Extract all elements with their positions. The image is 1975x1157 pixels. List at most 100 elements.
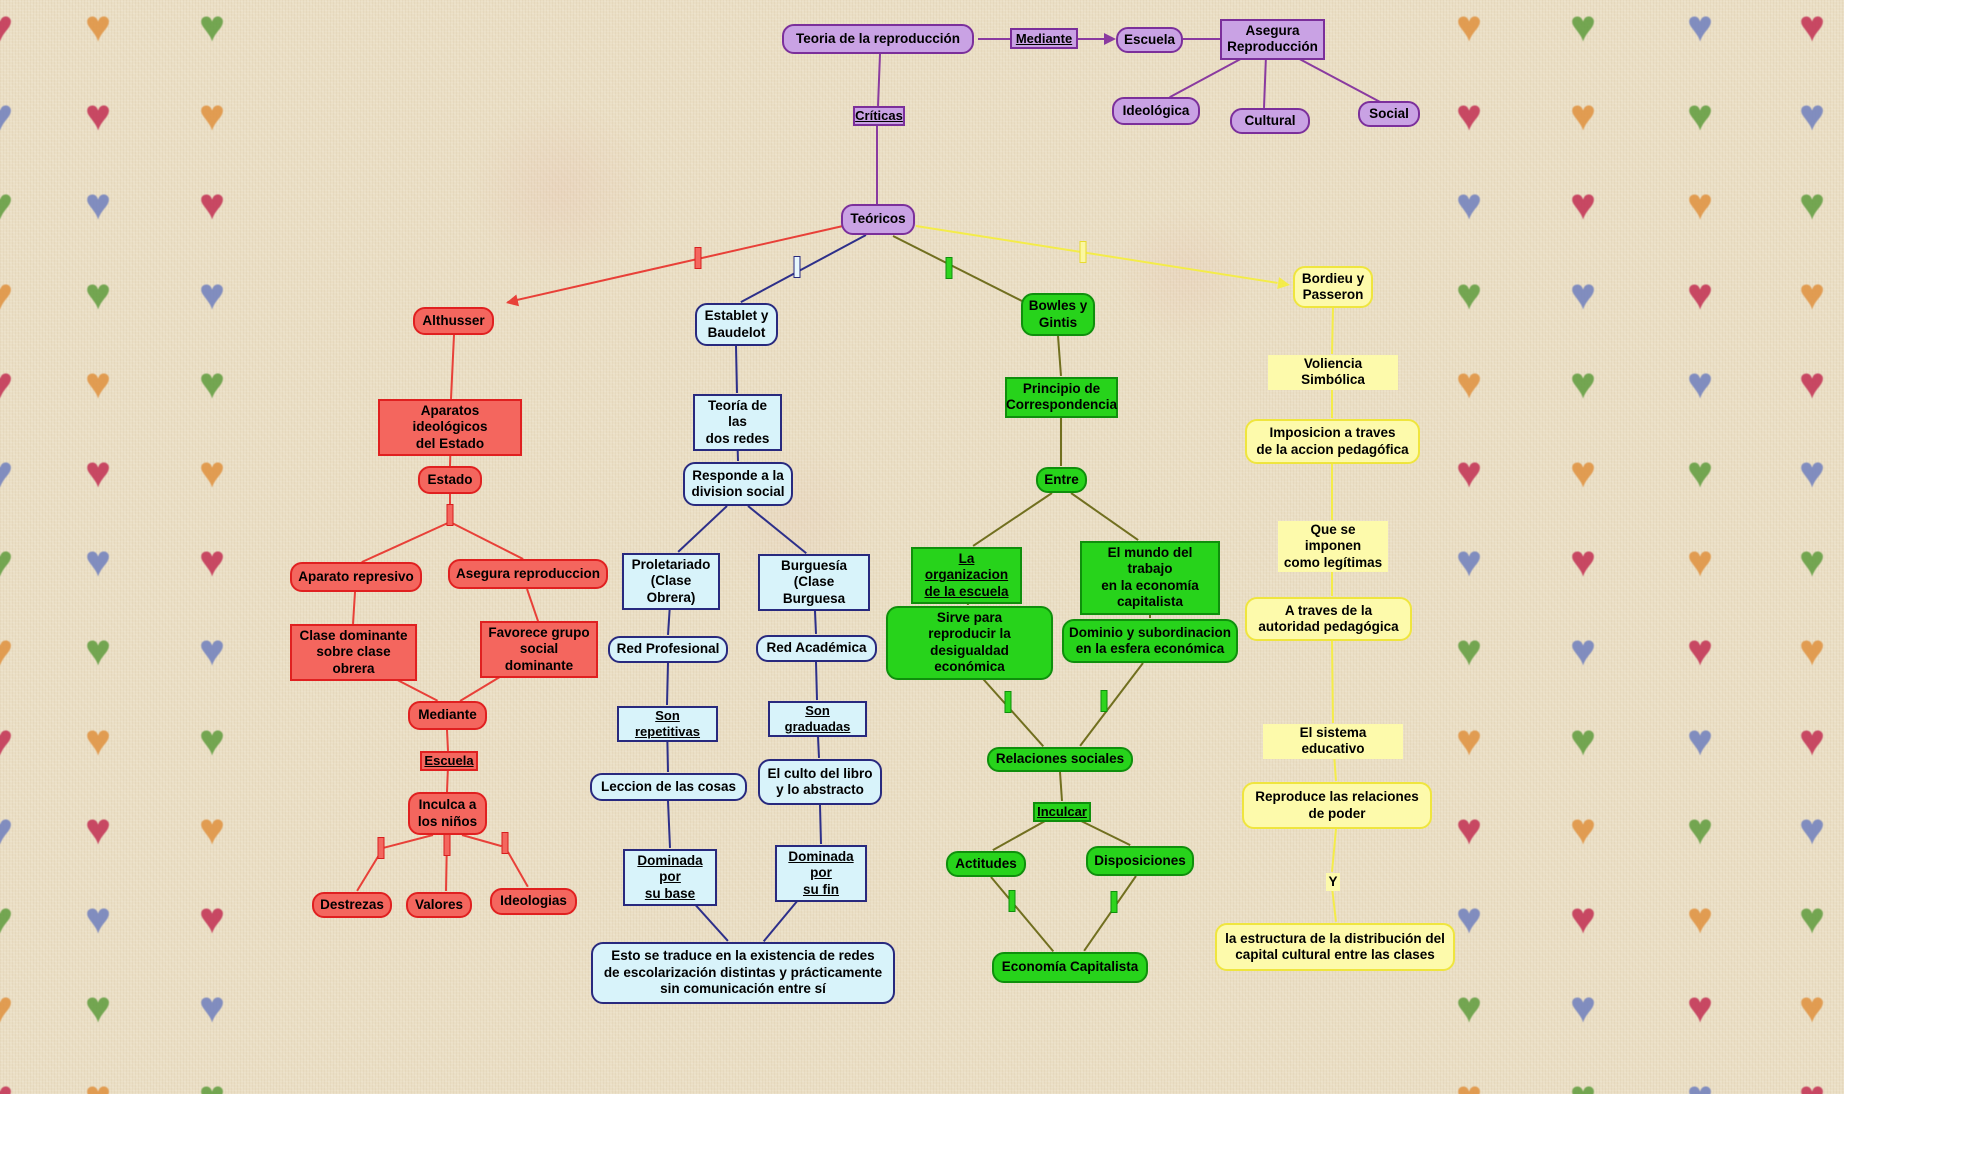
node-reproduce[interactable]: Reproduce las relaciones de poder — [1242, 782, 1432, 829]
connector-line — [446, 729, 449, 752]
node-mediante[interactable]: Mediante — [1010, 28, 1078, 49]
connector-line — [1331, 307, 1334, 355]
node-sistema[interactable]: El sistema educativo — [1263, 724, 1403, 759]
node-ideologias[interactable]: Ideologias — [490, 888, 577, 915]
heart-icon: ♥ — [198, 2, 226, 52]
node-esto[interactable]: Esto se traduce en la existencia de rede… — [591, 942, 895, 1004]
heart-icon: ♥ — [198, 894, 226, 944]
node-inculca[interactable]: Inculca a los niños — [408, 792, 487, 835]
node-org_escuela[interactable]: La organizacion de la escuela — [911, 547, 1022, 605]
node-teoria2redes[interactable]: Teoría de las dos redes — [693, 394, 782, 452]
node-burguesia[interactable]: Burguesía (Clase Burguesa — [758, 554, 870, 612]
node-son_rep[interactable]: Son repetitivas — [617, 706, 718, 742]
node-escuela_p[interactable]: Escuela — [1116, 27, 1183, 53]
heart-icon: ♥ — [0, 269, 14, 319]
node-red_acad[interactable]: Red Académica — [756, 635, 877, 662]
node-bowles[interactable]: Bowles y Gintis — [1021, 293, 1095, 336]
connector-line — [450, 334, 455, 400]
node-mundo[interactable]: El mundo del trabajo en la economía capi… — [1080, 541, 1220, 615]
heart-icon: ♥ — [198, 448, 226, 498]
edge-tick — [1110, 891, 1118, 913]
node-violencia[interactable]: Voliencia Simbólica — [1268, 355, 1398, 390]
node-imposicion[interactable]: Imposicion a traves de la accion pedagóf… — [1245, 419, 1420, 464]
node-estado[interactable]: Estado — [418, 466, 482, 494]
node-red_prof[interactable]: Red Profesional — [608, 636, 728, 663]
node-teoria[interactable]: Teoria de la reproducción — [782, 24, 974, 54]
node-leccion[interactable]: Leccion de las cosas — [590, 773, 747, 801]
heart-icon: ♥ — [0, 358, 14, 408]
heart-icon: ♥ — [1569, 804, 1597, 854]
edge-tick — [443, 834, 451, 856]
connector-line — [677, 505, 728, 553]
node-entre[interactable]: Entre — [1036, 467, 1087, 493]
node-a_traves[interactable]: A traves de la autoridad pedagógica — [1245, 597, 1412, 641]
node-criticas[interactable]: Críticas — [853, 106, 905, 126]
node-y_label[interactable]: Y — [1326, 873, 1340, 892]
edge-tick — [446, 504, 454, 526]
node-favorece[interactable]: Favorece grupo social dominante — [480, 621, 598, 679]
node-responde[interactable]: Responde a la division social — [683, 462, 793, 506]
node-escuela_r[interactable]: Escuela — [420, 751, 478, 771]
node-bordieu[interactable]: Bordieu y Passeron — [1293, 266, 1373, 308]
heart-icon: ♥ — [198, 983, 226, 1033]
node-inculcar[interactable]: Inculcar — [1033, 802, 1091, 822]
node-aie[interactable]: Aparatos ideológicos del Estado — [378, 399, 522, 457]
heart-icon: ♥ — [198, 804, 226, 854]
node-asegura_rep[interactable]: Asegura Reproducción — [1220, 19, 1325, 60]
connector-line — [1079, 662, 1144, 747]
node-que_imponen[interactable]: Que se imponen como legítimas — [1278, 521, 1388, 573]
node-teoricos[interactable]: Teóricos — [841, 204, 915, 235]
connector-line — [1331, 640, 1334, 724]
node-dominio[interactable]: Dominio y subordinacion en la esfera eco… — [1062, 619, 1238, 663]
node-valores[interactable]: Valores — [406, 892, 472, 918]
heart-icon: ♥ — [84, 804, 112, 854]
heart-icon: ♥ — [1798, 537, 1826, 587]
heart-icon: ♥ — [198, 626, 226, 676]
node-rel_soc[interactable]: Relaciones sociales — [987, 747, 1133, 772]
node-cultural[interactable]: Cultural — [1230, 108, 1310, 134]
heart-icon: ♥ — [0, 983, 14, 1033]
node-althusser[interactable]: Althusser — [413, 307, 494, 335]
connector-line — [666, 662, 669, 706]
node-disposiciones[interactable]: Disposiciones — [1086, 846, 1194, 876]
heart-icon: ♥ — [198, 358, 226, 408]
node-actitudes[interactable]: Actitudes — [946, 851, 1026, 877]
edge-tick — [501, 832, 509, 854]
node-ideologica[interactable]: Ideológica — [1112, 97, 1200, 125]
node-ap_represivo[interactable]: Aparato represivo — [290, 562, 422, 592]
heart-icon: ♥ — [1798, 91, 1826, 141]
connector-line — [1059, 771, 1063, 802]
connector-line — [1291, 54, 1383, 104]
heart-icon: ♥ — [1455, 180, 1483, 230]
heart-icon: ♥ — [1686, 894, 1714, 944]
connector-line — [1183, 38, 1220, 40]
connector-line — [1331, 464, 1333, 520]
heart-icon: ♥ — [1456, 1075, 1482, 1094]
node-mediante_r[interactable]: Mediante — [408, 701, 487, 730]
node-clase_dom[interactable]: Clase dominante sobre clase obrera — [290, 624, 417, 682]
node-estructura[interactable]: la estructura de la distribución del cap… — [1215, 923, 1455, 971]
node-dom_base[interactable]: Dominada por su base — [623, 849, 717, 907]
node-culto[interactable]: El culto del libro y lo abstracto — [758, 759, 882, 805]
heart-icon: ♥ — [1686, 269, 1714, 319]
edge-tick — [1079, 241, 1087, 263]
heart-icon: ♥ — [1686, 804, 1714, 854]
node-economia[interactable]: Economía Capitalista — [992, 952, 1148, 983]
connector-line — [819, 804, 822, 845]
node-son_grad[interactable]: Son graduadas — [768, 701, 867, 737]
heart-paper-background: ♥♥♥♥♥♥♥♥♥♥♥♥♥♥♥♥♥♥♥♥♥♥♥♥♥♥♥♥♥♥♥♥♥♥♥♥♥♥♥♥… — [0, 0, 1844, 1094]
node-social[interactable]: Social — [1358, 101, 1420, 127]
heart-icon: ♥ — [1798, 448, 1826, 498]
connector-line — [361, 521, 451, 563]
node-aseg_repro[interactable]: Asegura reproduccion — [448, 559, 608, 589]
heart-icon: ♥ — [1570, 1075, 1596, 1094]
node-establet[interactable]: Establet y Baudelot — [695, 303, 778, 346]
node-sirve[interactable]: Sirve para reproducir la desigualdad eco… — [886, 606, 1053, 680]
connector-line — [990, 876, 1054, 952]
heart-icon: ♥ — [1455, 91, 1483, 141]
node-destrezas[interactable]: Destrezas — [312, 892, 392, 918]
node-principio[interactable]: Principio de Correspondencia — [1005, 377, 1118, 418]
node-proletariado[interactable]: Proletariado (Clase Obrera) — [622, 553, 720, 611]
node-dom_fin[interactable]: Dominada por su fin — [775, 845, 867, 903]
heart-icon: ♥ — [1455, 715, 1483, 765]
